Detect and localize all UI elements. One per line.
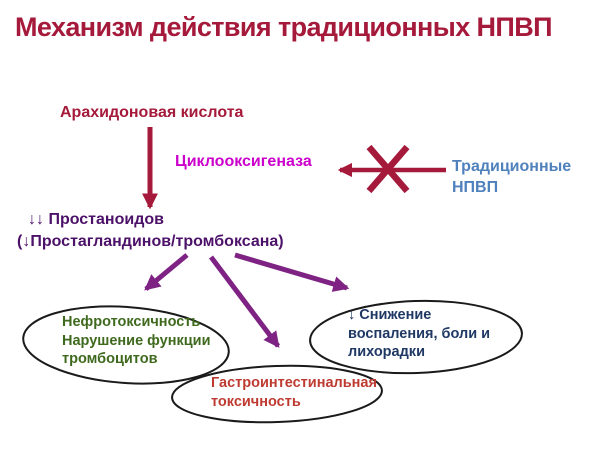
inhibition-cross-icon xyxy=(366,144,410,194)
traditional-nsaids-label: Традиционные НПВП xyxy=(452,156,571,198)
nephrotoxicity-line2: Нарушение функции xyxy=(62,332,211,349)
nephrotoxicity-line3: тромбоцитов xyxy=(62,351,158,367)
arrow-to-gastro xyxy=(209,255,280,348)
prostanoids-line1: ↓↓ Простаноидов xyxy=(28,211,164,228)
effects-label: ↓ Снижение воспаления, боли и лихорадки xyxy=(348,306,490,362)
arrow-to-nephrotoxicity xyxy=(144,253,189,291)
traditional-nsaids-line1: Традиционные xyxy=(452,158,572,175)
cyclooxygenase-label: Циклооксигеназа xyxy=(175,153,312,170)
inhibition-arrow xyxy=(337,144,446,194)
effects-line2: воспаления, боли и xyxy=(348,325,491,342)
gastro-line1: Гастроинтестинальная xyxy=(211,375,377,391)
prostanoids-label: ↓↓ Простаноидов (↓Простагландинов/тромбо… xyxy=(17,209,284,253)
nephrotoxicity-ellipse xyxy=(22,305,230,385)
traditional-nsaids-line2: НПВП xyxy=(452,179,499,196)
prostanoids-line2: (↓Простагландинов/тромбоксана) xyxy=(17,233,284,250)
effects-ellipse xyxy=(309,299,523,375)
gastro-ellipse xyxy=(171,364,383,424)
nephrotoxicity-line1: Нефротоксичность xyxy=(62,314,201,330)
arachidonic-acid-label: Арахидоновая кислота xyxy=(60,104,244,121)
gastro-label: Гастроинтестинальная токсичность xyxy=(211,374,377,412)
effects-line3: лихорадки xyxy=(348,344,425,360)
arrow-to-effects xyxy=(234,252,350,292)
gastro-line2: токсичность xyxy=(211,394,301,410)
cross-stroke-2 xyxy=(366,144,410,194)
nephrotoxicity-label: Нефротоксичность Нарушение функции тромб… xyxy=(62,313,211,369)
effects-line1: ↓ Снижение xyxy=(348,307,432,323)
page-title: Механизм действия традиционных НПВП xyxy=(15,12,553,42)
